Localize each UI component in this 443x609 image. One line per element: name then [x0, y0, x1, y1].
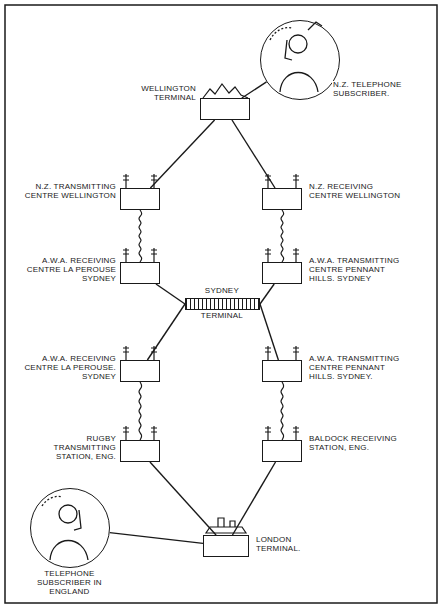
mast-arm	[265, 254, 271, 255]
mast-arm	[293, 348, 299, 349]
subscriber-circle: TELEPHONE SUBSCRIBER IN ENGLAND	[30, 488, 110, 568]
station-label: WELLINGTON TERMINAL	[123, 85, 197, 103]
subscriber-figure	[42, 496, 88, 560]
radio-link	[281, 210, 284, 262]
line-link	[156, 284, 185, 304]
radio-link	[139, 210, 142, 262]
mast-arm	[293, 352, 299, 353]
mast-arm	[123, 432, 129, 433]
station-label: TERMINAL	[200, 312, 244, 321]
station-label: N.Z. TELEPHONE SUBSCRIBER.	[332, 81, 426, 99]
mast-arm	[265, 352, 271, 353]
mast-arm	[265, 432, 271, 433]
mast-arm	[293, 432, 299, 433]
station-box: N.Z. RECEIVING CENTRE WELLINGTON	[262, 188, 302, 210]
mast-arm	[123, 180, 129, 181]
mast-arm	[151, 428, 157, 429]
station-label: A.W.A. TRANSMITTING CENTRE PENNANT HILLS…	[308, 257, 402, 284]
mast-arm	[293, 176, 299, 177]
mast-arm	[265, 428, 271, 429]
mast-arm	[123, 176, 129, 177]
mast-arm	[123, 352, 129, 353]
station-label: TELEPHONE SUBSCRIBER IN ENGLAND	[23, 570, 115, 597]
station-label: LONDON TERMINAL.	[255, 536, 327, 554]
station-box: A.W.A. TRANSMITTING CENTRE PENNANT HILLS…	[262, 262, 302, 284]
mast-arm	[265, 348, 271, 349]
mast-arm	[123, 250, 129, 251]
station-box: A.W.A. TRANSMITTING CENTRE PENNANT HILLS…	[262, 360, 302, 382]
line-link	[147, 304, 185, 360]
station-box: LONDON TERMINAL.	[203, 535, 249, 557]
line-link	[242, 82, 267, 98]
station-label: BALDOCK RECEIVING STATION, ENG.	[308, 435, 402, 453]
subscriber-circle: N.Z. TELEPHONE SUBSCRIBER.	[260, 20, 340, 100]
line-link	[110, 533, 203, 544]
station-label: A.W.A. RECEIVING CENTRE LA PEROUSE SYDNE…	[23, 257, 117, 284]
mast-arm	[151, 176, 157, 177]
station-label: A.W.A. TRANSMITTING CENTRE PENNANT HILLS…	[308, 355, 402, 382]
mast-arm	[151, 250, 157, 251]
line-link	[260, 284, 274, 304]
mountains	[203, 84, 248, 98]
station-box: A.W.A. RECEIVING CENTRE LA PEROUSE SYDNE…	[120, 262, 160, 284]
station-box: RUGBY TRANSMITTING STATION, ENG.	[120, 440, 160, 462]
station-label: A.W.A. RECEIVING CENTRE LA PEROUSE. SYDN…	[23, 355, 117, 382]
station-label: N.Z. RECEIVING CENTRE WELLINGTON	[308, 183, 402, 201]
station-box: WELLINGTON TERMINAL	[200, 98, 250, 120]
station-label: RUGBY TRANSMITTING STATION, ENG.	[23, 435, 117, 462]
station-box: A.W.A. RECEIVING CENTRE LA PEROUSE. SYDN…	[120, 360, 160, 382]
antenna-masts	[123, 174, 299, 440]
mast-arm	[151, 180, 157, 181]
radio-link	[281, 382, 284, 440]
station-label: SYDNEY	[204, 287, 240, 296]
mast-arm	[151, 254, 157, 255]
line-link	[260, 304, 278, 360]
mast-arm	[265, 250, 271, 251]
station-box: BALDOCK RECEIVING STATION, ENG.	[262, 440, 302, 462]
mast-arm	[123, 428, 129, 429]
station-label: N.Z. TRANSMITTING CENTRE WELLINGTON	[23, 183, 117, 201]
station-box: SYDNEYTERMINAL	[185, 298, 260, 310]
line-link	[232, 462, 275, 535]
mast-arm	[123, 254, 129, 255]
mast-arm	[293, 180, 299, 181]
line-link	[150, 120, 214, 188]
frame	[5, 5, 437, 603]
mast-arm	[293, 428, 299, 429]
mast-arm	[123, 348, 129, 349]
station-box: N.Z. TRANSMITTING CENTRE WELLINGTON	[120, 188, 160, 210]
radio-link	[139, 382, 142, 440]
mast-arm	[293, 254, 299, 255]
subscriber-figure	[270, 22, 322, 92]
mast-arm	[293, 250, 299, 251]
line-link	[150, 462, 216, 535]
mast-arm	[151, 432, 157, 433]
line-link	[232, 120, 275, 188]
